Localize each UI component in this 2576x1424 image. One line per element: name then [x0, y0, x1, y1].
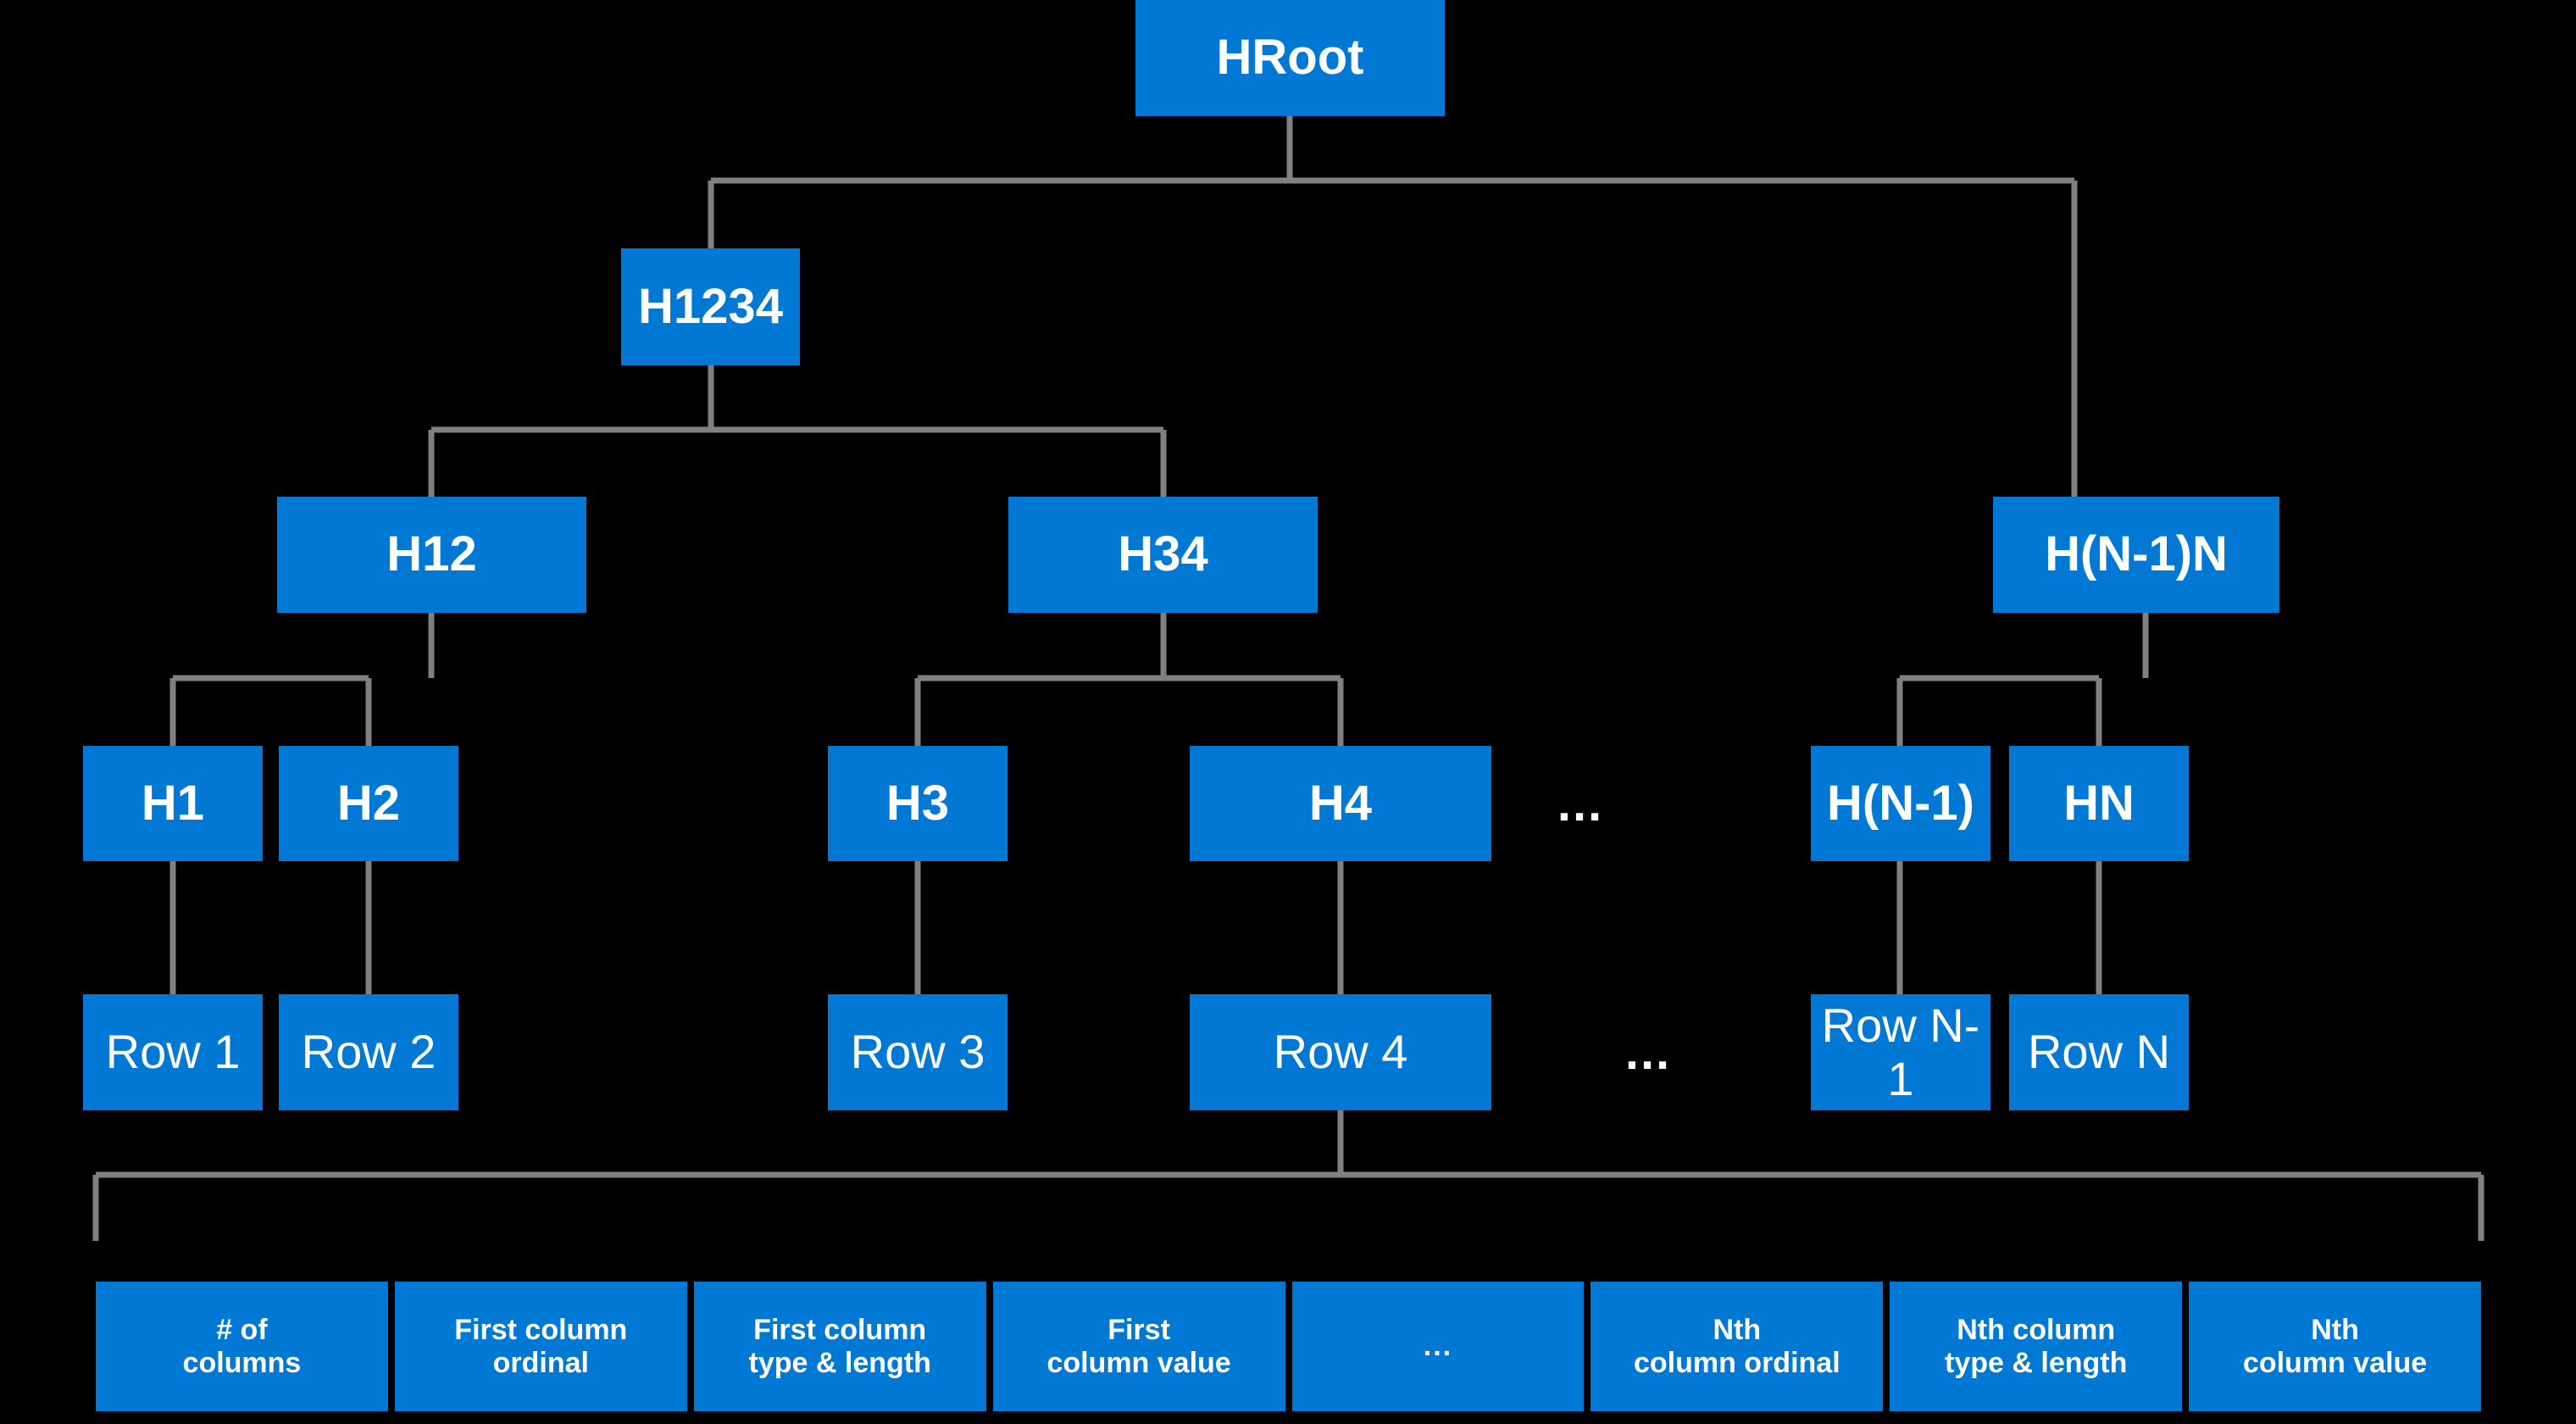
node-row-3[interactable]: Row 3 [828, 994, 1008, 1110]
node-label: Row 1 [105, 1025, 241, 1079]
field-line-1: Nth column [1957, 1314, 2116, 1347]
node-label: H1 [141, 775, 205, 831]
record-field-first-col-ordinal[interactable]: First column ordinal [394, 1282, 687, 1411]
node-h2[interactable]: H2 [279, 746, 458, 861]
node-label: HRoot [1216, 30, 1364, 86]
node-label: Row 2 [301, 1025, 436, 1079]
node-row-n-1[interactable]: Row N-1 [1811, 994, 1990, 1110]
field-line-1: First [1108, 1314, 1170, 1347]
node-label: H(N-1)N [2045, 526, 2228, 582]
field-line-1: ... [1423, 1330, 1453, 1363]
field-line-1: First column [454, 1314, 628, 1347]
node-row-4[interactable]: Row 4 [1190, 994, 1491, 1110]
node-h1[interactable]: H1 [83, 746, 263, 861]
node-label: H12 [386, 526, 477, 582]
node-hn1[interactable]: H(N-1) [1811, 746, 1990, 861]
rows-ellipsis: ... [1593, 994, 1703, 1110]
field-line-1: First column [753, 1314, 927, 1347]
ellipsis-label: ... [1624, 1025, 1672, 1080]
node-h3[interactable]: H3 [828, 746, 1008, 861]
node-label: H2 [336, 775, 401, 831]
node-hroot[interactable]: HRoot [1135, 0, 1445, 116]
record-field-nth-col-type-length[interactable]: Nth column type & length [1890, 1282, 2183, 1411]
node-label: Row N-1 [1821, 998, 1980, 1105]
node-hn1n[interactable]: H(N-1)N [1993, 497, 2279, 613]
node-label: H1234 [638, 278, 783, 334]
node-label: H3 [886, 775, 950, 831]
node-label: H34 [1118, 526, 1208, 582]
field-line-2: columns [182, 1346, 302, 1379]
field-line-1: # of [216, 1314, 268, 1347]
field-line-2: ordinal [492, 1346, 589, 1379]
node-label: Row N [2027, 1025, 2171, 1079]
node-row-2[interactable]: Row 2 [279, 994, 458, 1110]
record-field-first-col-value[interactable]: First column value [992, 1282, 1285, 1411]
field-line-1: Nth [2311, 1314, 2359, 1347]
record-field-first-col-type-length[interactable]: First column type & length [693, 1282, 986, 1411]
field-line-2: column value [1046, 1346, 1231, 1379]
node-hn[interactable]: HN [2009, 746, 2189, 861]
node-row-1[interactable]: Row 1 [83, 994, 263, 1110]
node-h34[interactable]: H34 [1008, 497, 1318, 613]
node-label: H4 [1308, 775, 1373, 831]
record-field-ellipsis[interactable]: ... [1291, 1282, 1585, 1411]
record-field-column-count[interactable]: # of columns [96, 1282, 388, 1411]
level4-ellipsis: ... [1525, 746, 1635, 861]
node-label: H(N-1) [1827, 775, 1974, 831]
ellipsis-label: ... [1557, 776, 1604, 832]
node-row-n[interactable]: Row N [2009, 994, 2189, 1110]
field-line-2: type & length [748, 1346, 931, 1379]
node-h1234[interactable]: H1234 [621, 248, 800, 365]
node-h12[interactable]: H12 [277, 497, 586, 613]
record-field-nth-col-ordinal[interactable]: Nth column ordinal [1591, 1282, 1884, 1411]
node-h4[interactable]: H4 [1190, 746, 1491, 861]
record-field-nth-col-value[interactable]: Nth column value [2189, 1282, 2481, 1411]
node-label: HN [2063, 775, 2135, 831]
field-line-2: column value [2242, 1346, 2428, 1379]
field-line-2: type & length [1945, 1346, 2128, 1379]
node-label: Row 4 [1273, 1025, 1408, 1079]
node-label: Row 3 [850, 1025, 985, 1079]
field-line-2: column ordinal [1633, 1346, 1840, 1379]
field-line-1: Nth [1713, 1314, 1762, 1347]
